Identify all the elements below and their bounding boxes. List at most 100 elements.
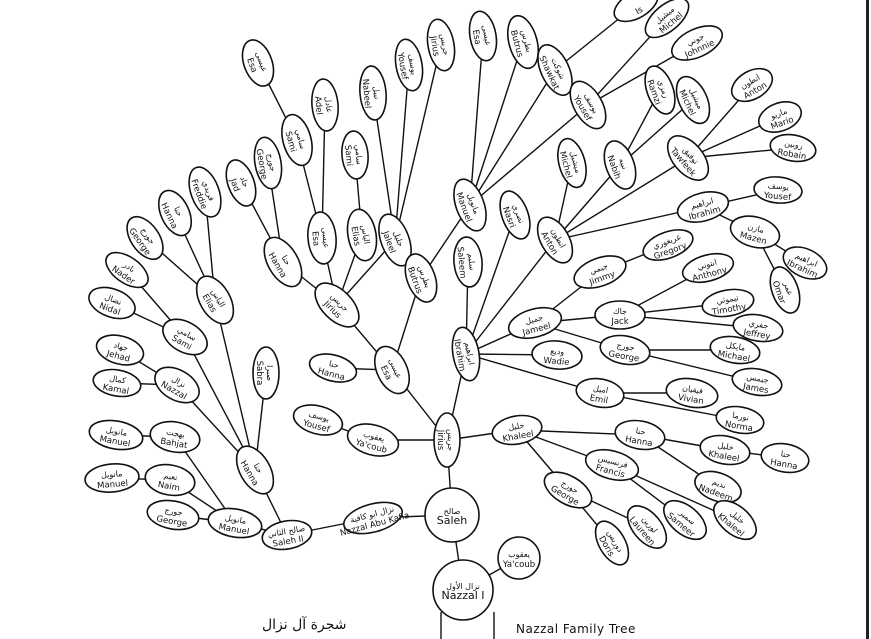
- node-ellipse: [769, 266, 801, 314]
- person-name-english: Elias: [348, 226, 361, 248]
- node-ellipse: [613, 0, 659, 23]
- person-name-english: Saleem: [455, 246, 468, 278]
- node-ellipse: [404, 253, 438, 303]
- node-ellipse: [235, 445, 275, 495]
- person-name-english: Vivian: [677, 393, 704, 407]
- node-ellipse: [715, 405, 765, 435]
- node-ellipse: [311, 78, 339, 132]
- person-name-arabic: حنا: [635, 426, 646, 437]
- person-name-english: Norma: [724, 420, 754, 435]
- tree-edge: [465, 239, 556, 355]
- person-name-english: Naim: [157, 480, 181, 494]
- person-name-arabic: الياس: [359, 224, 371, 245]
- node-ellipse: [644, 0, 690, 39]
- node-ellipse: [699, 434, 751, 466]
- node-ellipse: [341, 130, 369, 180]
- person-name-arabic: يوسف: [406, 53, 419, 76]
- node-ellipse: [281, 113, 313, 167]
- person-name-english: Bahjat: [159, 437, 188, 452]
- node-ellipse: [782, 246, 828, 280]
- node-ellipse: [359, 65, 387, 121]
- person-name-english: Is: [634, 5, 646, 17]
- person-name-arabic: جريس: [446, 429, 455, 451]
- title-arabic: شجرة آل نزال: [262, 617, 347, 633]
- node-ellipse: [308, 353, 358, 383]
- node-ellipse: [149, 420, 201, 454]
- person-name-arabic: بهجت: [166, 427, 186, 439]
- person-name-arabic: جاك: [613, 307, 627, 316]
- node-ellipse: [709, 335, 761, 365]
- node-ellipse: [154, 366, 200, 404]
- person-name-arabic: حنا: [280, 254, 293, 267]
- node-ellipse: [225, 159, 257, 207]
- node-ellipse: [671, 25, 723, 61]
- node-ellipse: [307, 211, 337, 265]
- node-ellipse: [557, 137, 587, 189]
- node-ellipse: [207, 507, 263, 539]
- tree-edge: [469, 104, 589, 206]
- person-name-english: James: [741, 382, 770, 397]
- tree-edge: [469, 41, 524, 206]
- person-name-english: Nabeel: [360, 78, 373, 109]
- person-name-arabic: جورج: [164, 506, 183, 518]
- node-ellipse: [729, 215, 781, 249]
- person-name-arabic: ابراهيم: [463, 341, 476, 365]
- person-name-arabic: عيسى: [480, 24, 493, 46]
- node-ellipse: [241, 39, 275, 87]
- person-name-english: Nazzal I: [441, 589, 484, 602]
- node-ellipse: [432, 559, 494, 621]
- person-name-english: Yousef: [762, 191, 792, 204]
- node-ellipse: [666, 135, 710, 181]
- node-ellipse: [536, 216, 574, 264]
- node-ellipse: [346, 423, 400, 457]
- person-name-english: Saleh: [437, 514, 468, 527]
- node-ellipse: [531, 340, 583, 370]
- person-name-english: Adel: [312, 96, 324, 115]
- person-name-arabic: خليل: [508, 421, 525, 433]
- person-name-english: Hanna: [769, 458, 798, 473]
- person-name-arabic: حنا: [172, 205, 184, 218]
- title-english: Nazzal Family Tree: [516, 622, 636, 636]
- person-name-arabic: نبيل: [371, 86, 381, 100]
- node-ellipse: [594, 300, 646, 330]
- node-ellipse: [573, 255, 627, 289]
- person-name-arabic: فيفيان: [681, 383, 703, 396]
- person-name-arabic: مايكل: [725, 340, 746, 352]
- person-name-arabic: حنا: [328, 359, 340, 370]
- person-name-arabic: وديع: [550, 346, 565, 356]
- node-ellipse: [346, 208, 378, 262]
- tree-edge: [469, 35, 484, 206]
- person-name-arabic: جفري: [748, 318, 769, 330]
- node-ellipse: [261, 519, 313, 551]
